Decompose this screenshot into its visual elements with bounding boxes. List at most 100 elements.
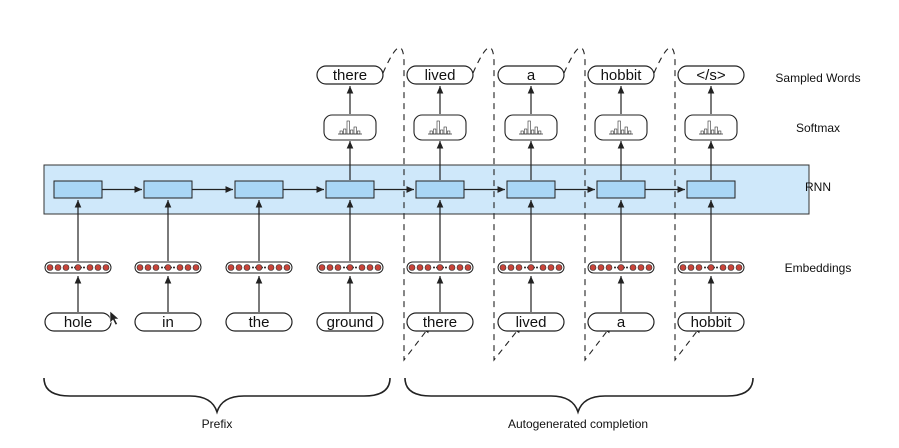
embedding-unit — [735, 264, 743, 271]
embedding-ellipsis-dot — [161, 266, 163, 269]
embedding-unit — [358, 264, 366, 271]
completion-label: Autogenerated completion — [508, 417, 648, 431]
embedding-ellipsis-dot — [433, 266, 435, 269]
embedding-ellipsis-dot — [355, 266, 357, 269]
embedding-unit — [456, 264, 464, 271]
embedding-unit — [464, 264, 472, 271]
embedding-unit — [637, 264, 645, 271]
embedding-ellipsis-dot — [264, 266, 266, 269]
prefix-label: Prefix — [202, 417, 233, 431]
histogram-bar-icon — [353, 126, 357, 135]
embedding-unit — [94, 264, 102, 271]
rnn-cell — [143, 180, 193, 199]
embedding-ellipsis-dot — [626, 266, 628, 269]
histogram-bar-icon — [339, 130, 343, 135]
embedding-unit — [192, 264, 200, 271]
embedding-unit — [144, 264, 152, 271]
histogram-bar-icon — [357, 130, 361, 135]
embedding-unit — [617, 264, 625, 271]
histogram-bar-icon — [714, 126, 718, 135]
sampled-word-label: </s> — [696, 67, 725, 84]
softmax-box — [323, 114, 377, 141]
embedding-unit — [283, 264, 291, 271]
embedding-unit — [707, 264, 715, 271]
embedding-ellipsis-dot — [704, 266, 706, 269]
histogram-bar-icon — [614, 128, 618, 135]
embedding-unit — [54, 264, 62, 271]
histogram-bar-icon — [350, 129, 354, 135]
embedding-unit — [645, 264, 653, 271]
embedding-unit — [416, 264, 424, 271]
sampled-word-label: lived — [425, 67, 456, 84]
embedding-unit — [605, 264, 613, 271]
histogram-bar-icon — [617, 120, 621, 135]
embedding-unit — [184, 264, 192, 271]
histogram-bar-icon — [343, 128, 347, 135]
softmax-box — [594, 114, 648, 141]
embedding-unit — [436, 264, 444, 271]
input-word-box — [316, 312, 384, 332]
sampled-word-box — [677, 65, 745, 85]
embedding-ellipsis-dot — [252, 266, 254, 269]
histogram-bar-icon — [429, 130, 433, 135]
embedding-unit — [102, 264, 110, 271]
row-label-softmax: Softmax — [796, 121, 840, 135]
embedding-unit — [629, 264, 637, 271]
histogram-bar-icon — [436, 120, 440, 135]
embedding-unit — [555, 264, 563, 271]
embedding-unit — [255, 264, 263, 271]
input-word-box — [134, 312, 202, 332]
sampled-word-label: there — [333, 67, 367, 84]
sampled-word-label: a — [527, 67, 536, 84]
embedding-unit — [86, 264, 94, 271]
softmax-box — [504, 114, 558, 141]
histogram-bar-icon — [628, 130, 632, 135]
histogram-bar-icon — [433, 128, 437, 135]
histogram-bar-icon — [524, 128, 528, 135]
embedding-unit — [507, 264, 515, 271]
embedding-unit — [46, 264, 54, 271]
dashed-separators — [382, 47, 702, 362]
sampled-word-box — [497, 65, 565, 85]
histogram-bar-icon — [700, 130, 704, 135]
feedback-dashed-line — [382, 47, 431, 362]
histogram-bar-icon — [711, 129, 715, 135]
embedding-unit — [326, 264, 334, 271]
embedding-unit — [374, 264, 382, 271]
rnn-cell — [53, 180, 103, 199]
rnn-cell — [325, 180, 375, 199]
embedding-unit — [424, 264, 432, 271]
input-word-label: hole — [64, 314, 92, 331]
embedding-ellipsis-dot — [614, 266, 616, 269]
prefix-brace — [43, 377, 391, 415]
embedding-unit — [727, 264, 735, 271]
histogram-bar-icon — [704, 128, 708, 135]
histogram-bar-icon — [538, 130, 542, 135]
embedding-unit — [275, 264, 283, 271]
feedback-dashed-line — [472, 47, 522, 362]
feedback-dashed-line — [563, 47, 612, 362]
feedback-dashed-line — [653, 47, 702, 362]
embedding-unit — [176, 264, 184, 271]
rnn-cell — [506, 180, 556, 199]
histogram-bar-icon — [440, 129, 444, 135]
embedding-unit — [679, 264, 687, 271]
embedding-unit — [74, 264, 82, 271]
histogram-bar-icon — [531, 129, 535, 135]
embedding-unit — [346, 264, 354, 271]
histogram-bar-icon — [520, 130, 524, 135]
histogram-bar-icon — [443, 126, 447, 135]
embedding-unit — [62, 264, 70, 271]
embedding-unit — [318, 264, 326, 271]
embedding-unit — [527, 264, 535, 271]
embedding-ellipsis-dot — [173, 266, 175, 269]
input-word-label: the — [249, 314, 270, 331]
rnn-cell — [596, 180, 646, 199]
embedding-unit — [589, 264, 597, 271]
sampled-word-box — [316, 65, 384, 85]
embedding-unit — [136, 264, 144, 271]
rnn-cell — [234, 180, 284, 199]
embedding-unit — [448, 264, 456, 271]
embedding-unit — [152, 264, 160, 271]
